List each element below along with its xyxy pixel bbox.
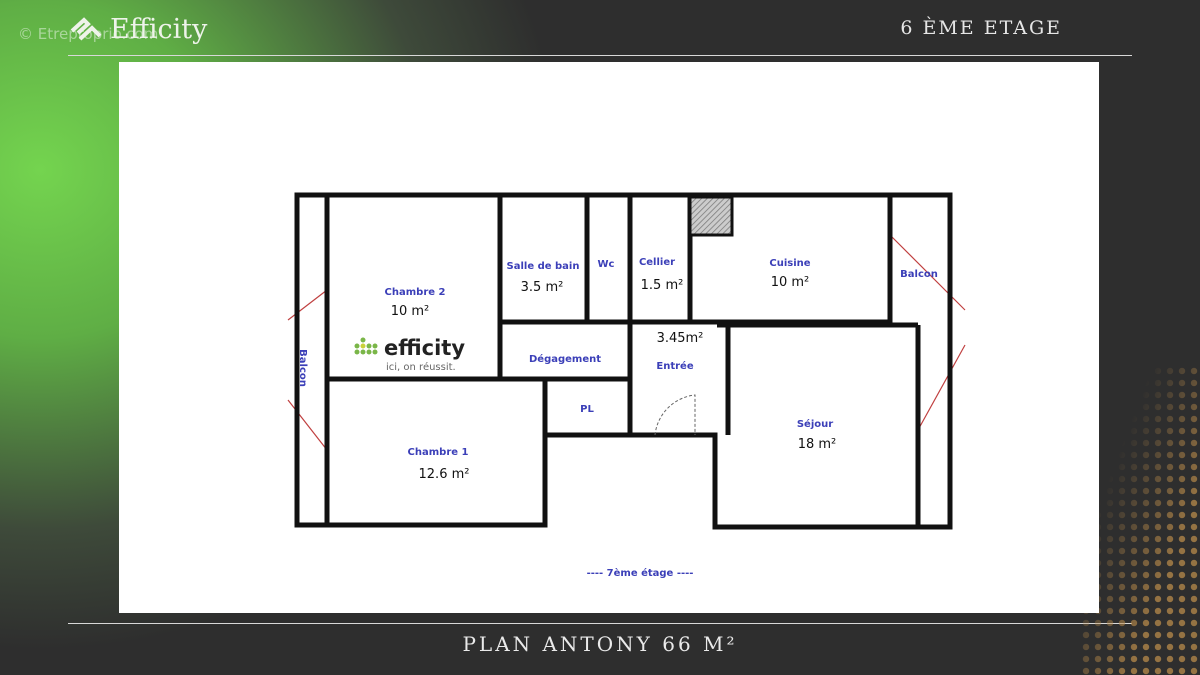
floor-plan-card bbox=[119, 62, 1099, 613]
walls bbox=[294, 192, 953, 530]
decorative-dots bbox=[1080, 365, 1200, 675]
room-cellier: Cellier 1.5 m² bbox=[639, 257, 683, 293]
svg-text:Entrée: Entrée bbox=[656, 360, 693, 372]
svg-text:10 m²: 10 m² bbox=[771, 275, 810, 290]
svg-text:Cuisine: Cuisine bbox=[769, 258, 810, 269]
efficity-logo-icon bbox=[70, 16, 102, 40]
room-entree: 3.45m² Entrée bbox=[656, 331, 703, 372]
svg-text:ici, on réussit.: ici, on réussit. bbox=[386, 361, 456, 373]
room-wc: Wc bbox=[598, 259, 615, 270]
brand-logo: Efficity bbox=[70, 14, 207, 45]
svg-text:Chambre 1: Chambre 1 bbox=[408, 447, 469, 458]
svg-text:3.45m²: 3.45m² bbox=[657, 331, 704, 346]
room-sejour: Séjour 18 m² bbox=[797, 418, 836, 452]
plan-caption: PLAN ANTONY 66 M² bbox=[462, 632, 738, 656]
svg-text:Dégagement: Dégagement bbox=[529, 353, 601, 365]
svg-text:1.5 m²: 1.5 m² bbox=[641, 278, 684, 293]
floor-label: 6 ÈME ETAGE bbox=[900, 17, 1062, 39]
room-degagement: Dégagement bbox=[529, 353, 601, 365]
svg-text:Cellier: Cellier bbox=[639, 257, 675, 268]
svg-text:12.6 m²: 12.6 m² bbox=[419, 467, 470, 482]
svg-text:Séjour: Séjour bbox=[797, 418, 833, 430]
svg-text:Balcon: Balcon bbox=[297, 349, 308, 387]
room-chambre-1: Chambre 1 12.6 m² bbox=[408, 447, 470, 482]
room-pl: PL bbox=[580, 404, 594, 415]
svg-text:PL: PL bbox=[580, 404, 594, 415]
brand-name: Efficity bbox=[110, 14, 208, 45]
svg-text:Salle de bain: Salle de bain bbox=[507, 261, 580, 272]
svg-text:Wc: Wc bbox=[598, 259, 615, 270]
watermark: © Etreproprio.com bbox=[18, 25, 159, 43]
efficity-dots-icon bbox=[354, 337, 378, 355]
svg-text:Chambre 2: Chambre 2 bbox=[385, 287, 446, 298]
room-chambre-2: Chambre 2 10 m² bbox=[385, 287, 446, 319]
room-balcon-right: Balcon bbox=[900, 269, 938, 280]
efficity-stamp: efficity ici, on réussit. bbox=[354, 336, 465, 373]
svg-text:Balcon: Balcon bbox=[900, 269, 938, 280]
level-note: ---- 7ème étage ---- bbox=[587, 567, 694, 579]
room-cuisine: Cuisine 10 m² bbox=[769, 258, 810, 290]
svg-text:3.5 m²: 3.5 m² bbox=[521, 280, 564, 295]
room-balcon-left: Balcon bbox=[297, 349, 308, 387]
bottom-divider bbox=[68, 623, 1132, 624]
entry-door-swing bbox=[654, 394, 696, 436]
svg-text:10 m²: 10 m² bbox=[391, 304, 430, 319]
top-divider bbox=[68, 55, 1132, 56]
svg-text:18 m²: 18 m² bbox=[798, 437, 837, 452]
duct-shaft bbox=[688, 195, 734, 237]
svg-text:efficity: efficity bbox=[384, 336, 465, 360]
room-salle-de-bain: Salle de bain 3.5 m² bbox=[507, 261, 580, 295]
